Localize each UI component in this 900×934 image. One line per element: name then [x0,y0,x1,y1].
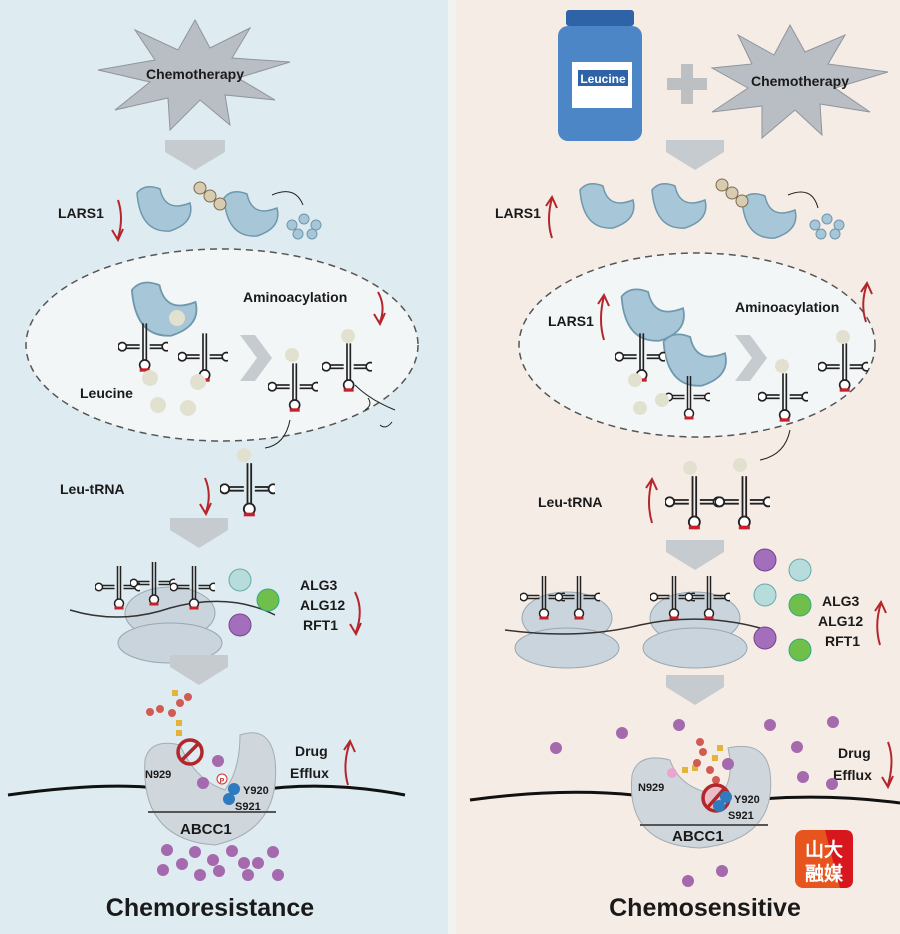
condition-title: Chemoresistance [106,894,315,922]
up-arrow-icon [860,280,873,323]
chemotherapy-label: Chemotherapy [146,66,244,82]
down-arrow-icon [373,291,386,327]
mrna-strand [504,618,761,635]
chemotherapy-label: Chemotherapy [751,73,849,89]
mrna-strand [69,600,276,618]
s921-label: S921 [728,810,754,822]
panel-divider [448,0,456,934]
leu-trna-label: Leu-tRNA [538,494,603,510]
condition-title: Chemosensitive [609,894,801,922]
right-panel: Leucine Chemotherapy LARS1 LARS1 Aminoac… [469,10,900,922]
ribosome-icon [642,591,748,669]
degraded-fragments-icon [286,213,322,240]
drug-molecules [157,844,284,881]
up-arrow-icon [545,194,558,239]
trna-fragments-icon [354,384,396,428]
s921-label: S921 [235,801,261,813]
aminoacylation-label: Aminoacylation [735,299,839,315]
chevron-down-icon [666,675,724,705]
drug-label: Drug [838,745,871,761]
alg12-label: ALG12 [818,613,863,629]
down-arrow-icon [199,477,212,517]
phospho-icon [216,773,228,785]
degraded-fragments-icon [809,213,845,240]
chemotherapy-burst-icon [97,18,291,132]
chevron-down-icon [165,140,225,170]
chevron-down-icon [170,518,228,548]
left-panel: Chemotherapy LARS1 Leucine Aminoacylatio… [7,18,419,922]
drug-label: Drug [295,743,328,759]
leu-trna-label: Leu-tRNA [60,481,125,497]
up-arrow-icon [645,476,658,524]
no-symbol-icon [176,738,204,766]
glycan-chain-icon [667,738,723,784]
efflux-label: Efflux [290,765,329,781]
ubiquitin-chain-icon [715,178,749,208]
alg12-label: ALG12 [300,597,345,613]
n929-label: N929 [145,769,171,781]
drug-molecules [550,716,839,887]
efflux-label: Efflux [833,767,872,783]
abcc1-transporter [630,746,772,849]
alg3-label: ALG3 [822,593,860,609]
abcc1-label: ABCC1 [180,821,232,838]
n929-label: N929 [638,782,664,794]
up-arrow-icon [597,292,610,341]
chevron-down-icon [666,140,724,170]
plus-icon [667,64,707,104]
abcc1-label: ABCC1 [672,828,724,845]
bottle-label: Leucine [580,72,626,86]
export-arrow-icon [264,419,291,449]
lars1-label: LARS1 [58,205,104,221]
up-arrow-icon [343,738,356,786]
leucine-particles [142,310,206,416]
degradation-arrow-icon [271,191,304,206]
ribosome-icon [514,591,620,669]
up-arrow-icon [874,599,887,646]
leucine-particles [628,373,669,415]
rft1-label: RFT1 [303,617,338,633]
y920-label: Y920 [243,785,269,797]
degradation-arrow-icon [787,191,819,209]
abcc1-transporter [144,732,277,846]
chevron-right-icon [735,335,767,381]
watermark-logo: 山大 融媒 [795,830,853,888]
chemotherapy-burst-icon [710,23,889,140]
lars1-inner-label: LARS1 [548,313,594,329]
leucine-label: Leucine [80,385,133,401]
cell-compartment [518,252,876,438]
glycosylation-enzymes-icon [753,548,812,662]
chevron-right-icon [240,335,272,381]
ribosome-icon [117,586,223,664]
leucine-bottle-icon [558,10,642,141]
lars1-label: LARS1 [495,205,541,221]
alg3-label: ALG3 [300,577,338,593]
chevron-down-icon [170,655,228,685]
aminoacylation-label: Aminoacylation [243,289,347,305]
glycan-chain-icon [146,690,192,736]
glycosylation-enzymes-icon [228,568,280,637]
down-arrow-icon [881,741,894,790]
export-arrow-icon [759,429,791,461]
down-arrow-icon [111,199,124,243]
chevron-down-icon [666,540,724,570]
svg-text:融媒: 融媒 [805,863,844,885]
cell-compartment [25,248,419,442]
ubiquitin-chain-icon [193,181,227,211]
down-arrow-icon [349,591,362,637]
svg-text:山大: 山大 [805,838,843,861]
phospho-label: P [220,778,225,785]
y920-label: Y920 [734,794,760,806]
rft1-label: RFT1 [825,633,860,649]
